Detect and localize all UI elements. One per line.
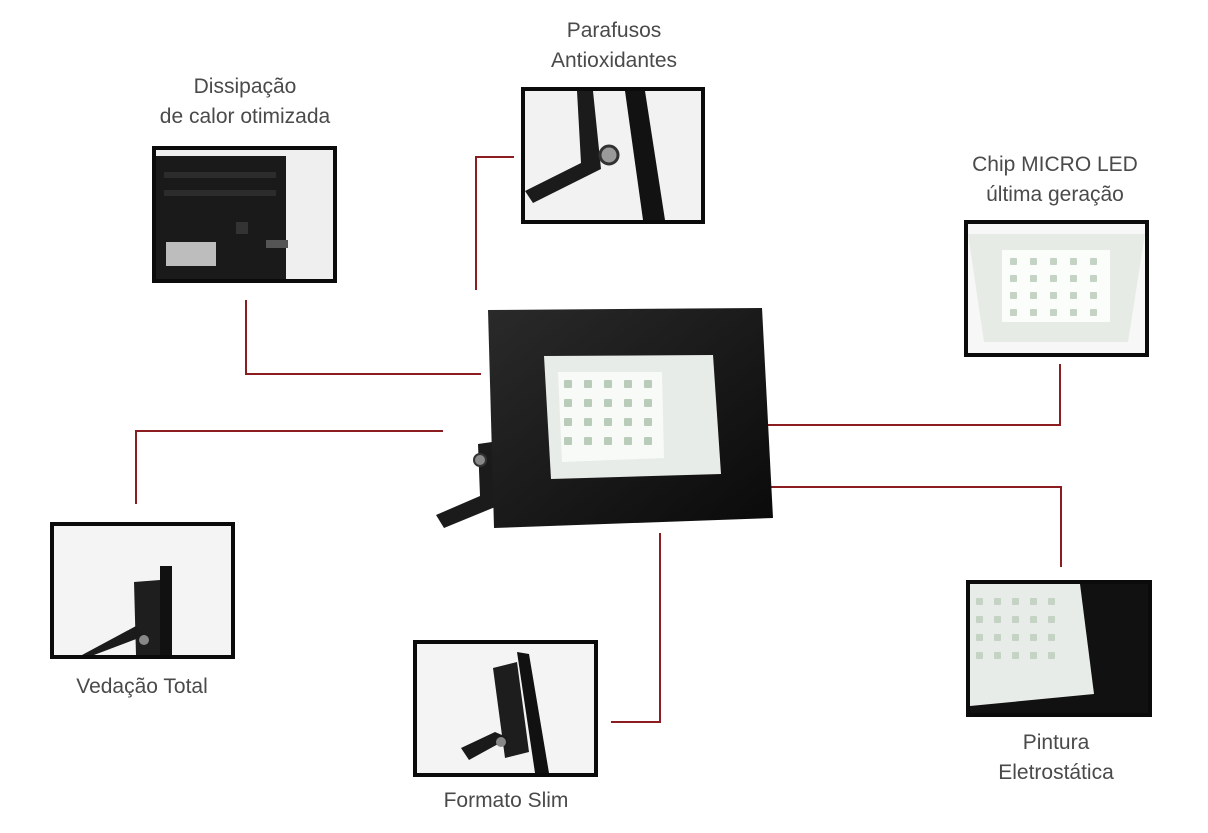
led-chip [564,380,572,388]
led-chip [1048,616,1055,623]
led-chip [604,437,612,445]
led-chip [1050,258,1057,265]
led-chip [1012,634,1019,641]
led-chip [976,616,983,623]
caption-vedacao: Vedação Total [76,675,208,698]
connector-dissipacao [245,300,481,375]
led-chip [1090,258,1097,265]
led-chip [976,634,983,641]
sealed-side-profile-icon [54,526,231,655]
led-chip [1012,616,1019,623]
led-chip [1030,616,1037,623]
caption-pintura: Pintura Eletrostática [998,731,1114,784]
detail-image-formato-slim [413,640,598,777]
led-chip [1090,292,1097,299]
stainless-screw-bracket-icon [525,91,701,220]
led-chip [1048,634,1055,641]
caption-formato: Formato Slim [443,789,569,812]
connector-pintura [752,486,1062,567]
led-chip [564,437,572,445]
electrostatic-paint-corner-icon [970,584,1148,713]
led-chip [644,418,652,426]
led-chip [994,634,1001,641]
led-chip [624,399,632,407]
detail-image-chip [964,220,1149,357]
led-chip [1030,634,1037,641]
led-chip [1030,309,1037,316]
led-chip [1010,258,1017,265]
led-chip [564,418,572,426]
connector-formato [611,533,661,723]
led-chip [1010,309,1017,316]
led-chip [1070,292,1077,299]
led-chip [1048,652,1055,659]
caption-dissipacao: Dissipação de calor otimizada [159,75,331,128]
led-chip [1050,275,1057,282]
detail-image-vedacao [50,522,235,659]
led-chip [604,380,612,388]
led-chip [624,437,632,445]
led-chip [994,616,1001,623]
heat-sink-rear-icon [156,150,333,279]
micro-led-chip-array-icon [968,224,1145,353]
led-chip [1012,652,1019,659]
caption-parafusos: Parafusos Antioxidantes [550,19,678,72]
led-chip [1050,309,1057,316]
led-chip [584,399,592,407]
detail-image-parafusos [521,87,705,224]
led-chip [644,380,652,388]
led-chip [1070,275,1077,282]
led-chip [1090,309,1097,316]
led-chip [1070,309,1077,316]
led-chip [976,652,983,659]
led-chip [604,399,612,407]
led-chip [1030,598,1037,605]
led-chip [564,399,572,407]
led-chip [1012,598,1019,605]
led-chip [624,380,632,388]
caption-chip: Chip MICRO LED última geração [972,153,1138,206]
led-chip [584,418,592,426]
led-chip [1010,292,1017,299]
led-chip [994,598,1001,605]
connector-vedacao [135,430,443,504]
led-chip [1030,292,1037,299]
led-chip [1090,275,1097,282]
led-chip [1030,258,1037,265]
led-chip [644,399,652,407]
detail-image-dissipacao [152,146,337,283]
led-chip [644,437,652,445]
led-chip-array [1010,258,1097,316]
led-chip [994,652,1001,659]
led-chip-array [976,598,1055,659]
led-chip [1050,292,1057,299]
led-chip [1030,275,1037,282]
led-chip [604,418,612,426]
connector-chip [650,364,1061,426]
led-chip [976,598,983,605]
led-chip [584,380,592,388]
led-chip-array [564,380,652,445]
led-chip [1048,598,1055,605]
connector-parafusos [475,156,514,290]
led-chip [584,437,592,445]
led-chip [624,418,632,426]
slim-profile-icon [417,644,594,773]
led-chip [1030,652,1037,659]
led-chip [1070,258,1077,265]
led-chip [1010,275,1017,282]
detail-image-pintura [966,580,1152,717]
